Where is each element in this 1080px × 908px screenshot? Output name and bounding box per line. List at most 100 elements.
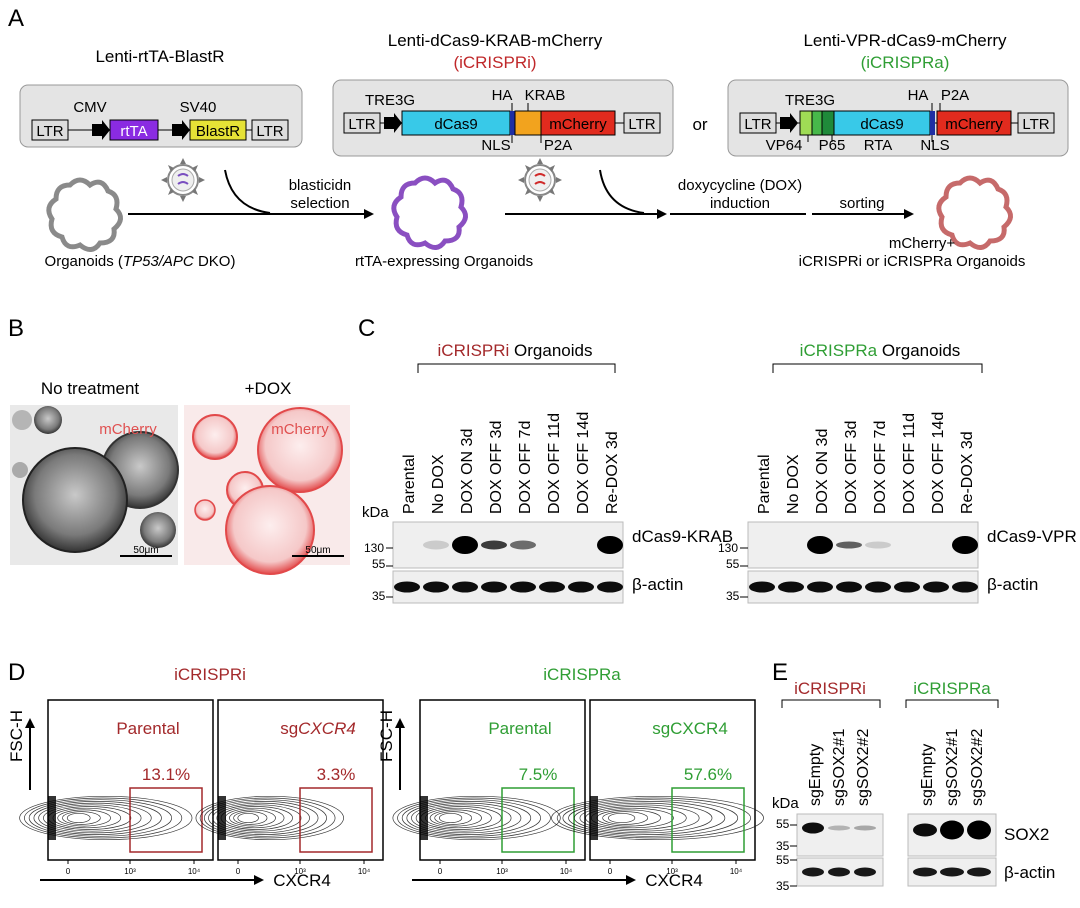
flow-contour [434, 811, 473, 825]
panel-c-left-target-label: dCas9-KRAB [632, 527, 733, 546]
micrograph-right-channel: mCherry [271, 421, 329, 438]
panel-d-right-xlabel: CXCR4 [645, 871, 703, 890]
p65-segment [811, 110, 823, 136]
blasticidin-label: blasticidn [289, 177, 352, 194]
construct3-dcas9-label: dCas9 [860, 116, 903, 133]
blot-e-left-lane-label: sgSOX2#2 [855, 729, 872, 806]
vp64-label: VP64 [766, 137, 803, 154]
panel-e-right-group: iCRISPRa [913, 679, 991, 698]
construct3-tre3g-label: TRE3G [785, 92, 835, 109]
construct3-ha-label: HA [908, 87, 929, 104]
flow-gate-percent: 7.5% [519, 765, 558, 784]
flow-contour [568, 801, 726, 835]
beta-actin-band [913, 867, 937, 877]
flow-plot-label: Parental [488, 719, 551, 738]
construct1-ltr-left [31, 119, 69, 141]
flow-contour [43, 804, 142, 832]
flow-contour [401, 799, 541, 837]
dcas9-gene-label: dCas9 [434, 116, 477, 133]
krab-label: KRAB [525, 87, 566, 104]
induction-label: induction [710, 195, 770, 212]
flow-contour [573, 802, 713, 834]
blot-c-left-lane-label: Parental [401, 454, 418, 514]
construct3-nls-segment [930, 111, 935, 135]
nls-segment [510, 111, 515, 135]
construct3-title: Lenti-VPR-dCas9-mCherry [803, 31, 1007, 50]
vp64-segment [799, 110, 813, 136]
construct3-dcas9-gene [833, 110, 931, 136]
marker-c-35: 35 [372, 589, 386, 603]
flow-tick-label: 0 [66, 867, 71, 876]
ha-label: HA [492, 87, 513, 104]
organoid-rtta [391, 175, 468, 250]
blot-c-right-lane-label: DOX OFF 3d [843, 421, 860, 514]
dcas9-krab-band [510, 540, 536, 550]
marker-c-right-55: 55 [726, 557, 740, 571]
flow-contour [392, 795, 561, 841]
beta-actin-band [568, 581, 594, 593]
flow-gate [501, 787, 575, 853]
organoid-parental [46, 177, 123, 252]
flow-contour [199, 797, 336, 839]
beta-actin-band [539, 581, 565, 593]
flow-contour [579, 804, 700, 832]
micrograph-left-channel: mCherry [99, 421, 157, 438]
construct2-subtitle: (iCRISPRi) [453, 53, 536, 72]
dcas9-gene [401, 110, 511, 136]
flow-plot-label: sgCXCR4 [280, 719, 356, 738]
beta-actin-band [952, 581, 978, 593]
flow-contour [607, 812, 636, 824]
marker-c-right-35: 35 [726, 589, 740, 603]
panel-d-right-ylabel: FSC-H [377, 710, 396, 762]
organoid-parental-label: Organoids (TP53/APC DKO) [45, 253, 236, 270]
panel-c-right-actin-label: β-actin [987, 575, 1038, 594]
beta-actin-band [802, 867, 824, 877]
flow-gate [129, 787, 203, 853]
blastr-gene [189, 119, 247, 141]
flow-gate-percent: 57.6% [684, 765, 732, 784]
flow-contour [195, 795, 344, 841]
blot-e-right-lane-label: sgEmpty [919, 744, 936, 806]
panel-c-left-title: iCRISPRi Organoids [438, 341, 593, 360]
panel-d-left-group: iCRISPRi [174, 665, 246, 684]
sox2-band [967, 820, 991, 840]
blot-c-right-target [747, 521, 979, 569]
selection-label: selection [290, 195, 349, 212]
marker-c-right-130: 130 [718, 541, 738, 555]
cmv-promoter-icon [92, 120, 110, 140]
panel-c-kda: kDa [362, 504, 389, 521]
panel-e-letter: E [772, 659, 788, 686]
blot-c-right-lane-label: DOX ON 3d [814, 429, 831, 514]
flow-tick-label: 10³ [496, 867, 508, 876]
micrograph-dox: mCherry 50μm [184, 405, 350, 575]
beta-actin-band [481, 581, 507, 593]
rta-segment [821, 110, 835, 136]
flow-tick-label: 10³ [124, 867, 136, 876]
organoid-final-label-1: mCherry+ [889, 235, 956, 252]
blot-c-right-lane-label: DOX OFF 14d [930, 412, 947, 514]
panel-e-target-label: SOX2 [1004, 825, 1049, 844]
sorting-label: sorting [839, 195, 884, 212]
dcas9-krab-band [452, 536, 478, 554]
dcas9-vpr-band [836, 541, 862, 549]
marker-c-55: 55 [372, 557, 386, 571]
mcherry-gene-label: mCherry [549, 116, 607, 133]
blot-e-left-lane-label: sgSOX2#1 [831, 729, 848, 806]
virus-icon-1 [161, 158, 205, 202]
flow-gate-percent: 13.1% [142, 765, 190, 784]
flow-tick-label: 0 [608, 867, 613, 876]
beta-actin-band [597, 581, 623, 593]
dcas9-vpr-band [865, 541, 891, 549]
flow-axis-pileup [218, 796, 226, 840]
flow-contour [406, 801, 532, 835]
sox2-band [913, 823, 937, 837]
construct3-subtitle: (iCRISPRa) [861, 53, 950, 72]
beta-actin-band [452, 581, 478, 593]
construct3-ltr-left-label: LTR [744, 116, 771, 133]
panel-d-letter: D [8, 659, 25, 686]
dcas9-krab-band [423, 540, 449, 550]
flow-contour [439, 812, 463, 824]
sox2-band [940, 820, 964, 840]
